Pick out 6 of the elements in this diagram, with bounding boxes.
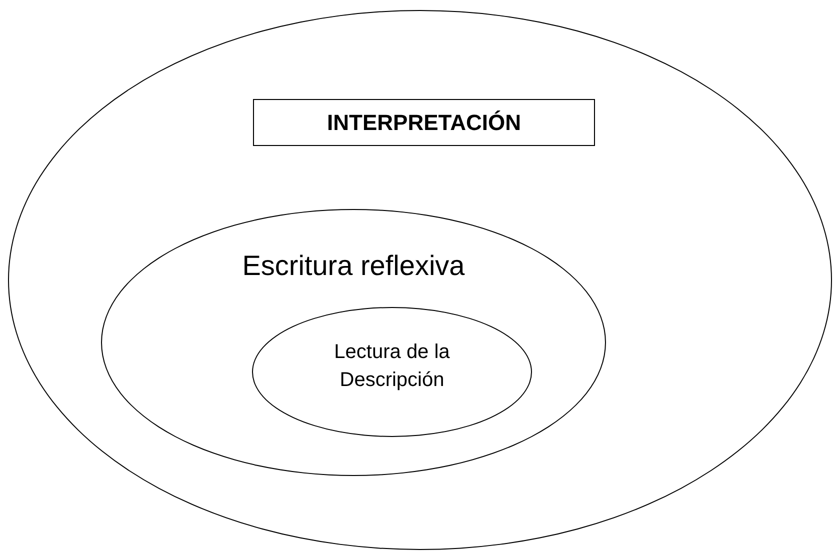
middle-ellipse xyxy=(101,209,606,476)
outer-ellipse xyxy=(8,10,832,550)
inner-ellipse xyxy=(252,307,532,437)
node-label: Escritura reflexiva xyxy=(241,249,466,283)
heading-box: INTERPRETACIÓN xyxy=(253,99,595,146)
node-label: Lectura de la Descripción xyxy=(333,340,451,393)
